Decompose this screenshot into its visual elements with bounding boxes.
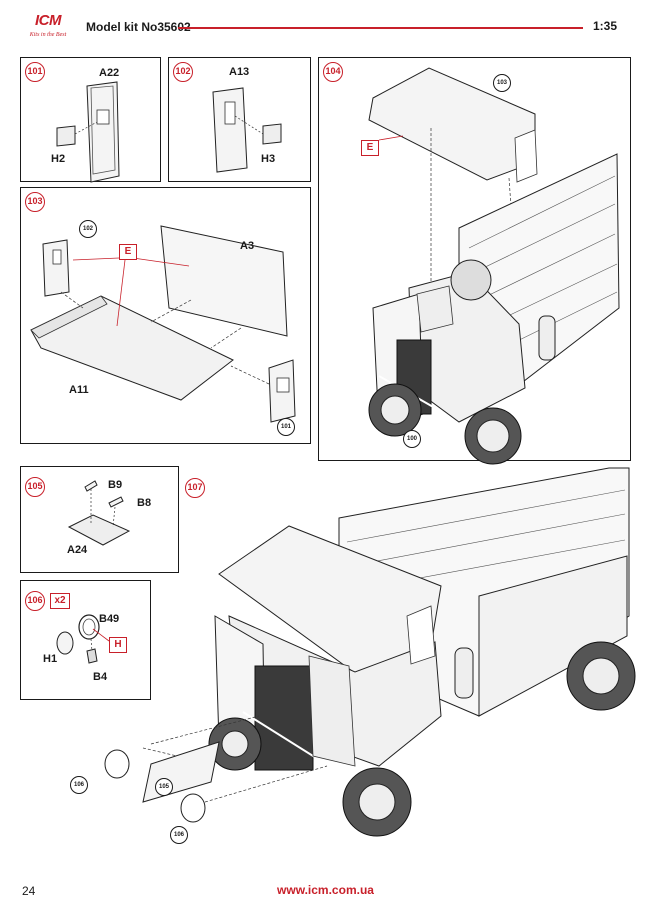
kit-number: Model kit No35602 (86, 20, 191, 34)
step-105-panel: 105 B9 B8 A24 (20, 466, 179, 573)
ref-step-106-a: 106 (70, 776, 88, 794)
step-104-panel: 104 103 E 100 (318, 57, 631, 465)
step-103-panel: 103 102 E A3 A11 101 (20, 187, 311, 444)
step-101-panel: 101 A22 H2 (20, 57, 161, 183)
part-h1-label: H1 (43, 653, 58, 665)
part-b4-label: B4 (93, 671, 108, 683)
step-107-badge: 107 (185, 478, 205, 498)
logo-wordmark: ICM (35, 12, 62, 29)
paint-code-e: E (119, 244, 137, 260)
part-b9-label: B9 (108, 479, 123, 491)
step-103-drawing (30, 225, 296, 423)
step-104-badge: 104 (323, 62, 343, 82)
logo-tagline: Kits in the Best (29, 32, 67, 38)
step-106-panel: 106 x2 B49 H H1 B4 (20, 580, 151, 700)
step-105-badge: 105 (25, 477, 45, 497)
part-h3-label: H3 (261, 153, 276, 165)
paint-code-e: E (361, 140, 379, 156)
step-107-drawing (104, 467, 636, 837)
step-105-drawing (67, 480, 131, 546)
part-b8-label: B8 (137, 497, 152, 509)
icm-logo: ICM Kits in the Best (22, 12, 74, 44)
ref-step-103: 103 (493, 74, 511, 92)
step-101-badge: 101 (25, 62, 45, 82)
quantity-x2: x2 (50, 593, 70, 609)
step-107-panel: 107 106 105 106 (70, 466, 636, 855)
ref-step-100: 100 (403, 430, 421, 448)
step-104-drawing (368, 67, 620, 465)
website-url[interactable]: www.icm.com.ua (277, 883, 374, 897)
kit-scale: 1:35 (593, 19, 618, 33)
page-header: ICM Kits in the Best Model kit No35602 1… (0, 0, 651, 50)
step-102-badge: 102 (173, 62, 193, 82)
part-a22-label: A22 (99, 67, 120, 79)
ref-step-101: 101 (277, 418, 295, 436)
part-b49-label: B49 (99, 613, 120, 625)
paint-code-h: H (109, 637, 127, 653)
ref-step-105: 105 (155, 778, 173, 796)
ref-step-102: 102 (79, 220, 97, 238)
step-103-badge: 103 (25, 192, 45, 212)
step-101-drawing (56, 81, 120, 183)
step-102-drawing (212, 87, 282, 173)
header-rule (178, 27, 583, 29)
part-a3-label: A3 (240, 240, 255, 252)
ref-step-106-b: 106 (170, 826, 188, 844)
step-106-badge: 106 (25, 591, 45, 611)
step-106-drawing (56, 614, 110, 664)
step-102-panel: 102 A13 H3 (168, 57, 311, 182)
page-number: 24 (22, 884, 36, 898)
part-a11-label: A11 (69, 384, 89, 396)
part-h2-label: H2 (51, 153, 66, 165)
part-a13-label: A13 (229, 66, 250, 78)
part-a24-label: A24 (67, 544, 88, 556)
